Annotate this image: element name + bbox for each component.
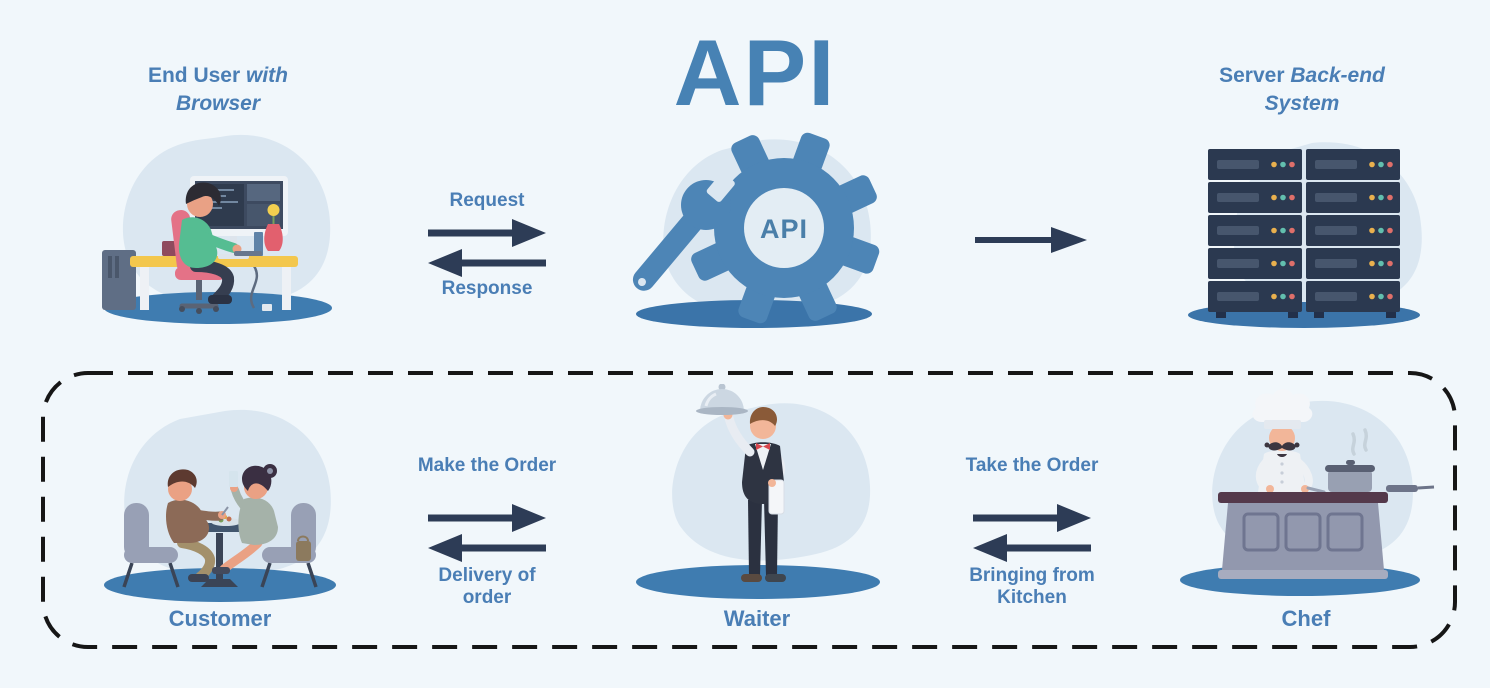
chef-cooking-illustration — [1180, 389, 1435, 596]
make-order-label: Make the Order — [417, 455, 557, 476]
wrench-icon — [632, 172, 735, 291]
end-user-label: End User with Browser — [108, 62, 328, 117]
response-arrow-icon — [428, 249, 546, 277]
cloche-icon — [696, 384, 748, 415]
take-order-arrow-icon — [973, 504, 1091, 532]
server-label-italic1: Back-end — [1290, 64, 1385, 87]
take-order-flow: Take the Order Bringing from Kitchen — [957, 455, 1107, 615]
take-order-label: Take the Order — [965, 455, 1099, 476]
response-label: Response — [441, 278, 533, 299]
request-label: Request — [449, 190, 525, 211]
pc-tower — [102, 250, 136, 310]
end-user-label-italic1: with — [246, 64, 289, 87]
make-order-flow: Make the Order Delivery of order — [412, 455, 562, 615]
server-feet — [1216, 312, 1396, 318]
request-response-flow: Request Response — [412, 190, 562, 305]
server-label-italic2: System — [1264, 91, 1340, 115]
server-label-regular: Server — [1219, 64, 1285, 87]
waiter-illustration — [636, 384, 880, 599]
analogy-dashed-boundary — [41, 371, 1457, 649]
dining-table — [201, 533, 238, 587]
api-gear-wrench-icon: API — [632, 132, 880, 328]
steam-icon — [1350, 428, 1369, 456]
end-user-at-desk-illustration — [102, 134, 332, 324]
customer-woman — [212, 464, 278, 574]
delivery-arrow-icon — [428, 534, 546, 562]
server-label: Server Back-end System — [1192, 62, 1412, 117]
cooking-pot-icon — [1325, 460, 1375, 492]
book — [254, 232, 263, 256]
request-arrow-icon — [428, 219, 546, 247]
delivery-label: Delivery of order — [438, 565, 536, 609]
server-rack-illustration — [1188, 142, 1422, 328]
vase-with-flower — [264, 204, 283, 251]
bringing-label: Bringing from Kitchen — [969, 565, 1095, 609]
customer-man — [166, 469, 229, 582]
handbag — [296, 535, 311, 561]
end-user-figure — [178, 182, 262, 304]
make-order-arrow-icon — [428, 504, 546, 532]
customer-dining-illustration — [104, 409, 336, 602]
frying-pan-icon — [1386, 485, 1435, 492]
end-user-label-italic2: Browser — [175, 91, 261, 115]
kitchen-counter — [1218, 492, 1388, 579]
chef-label: Chef — [1281, 606, 1331, 631]
end-user-label-regular: End User — [147, 64, 241, 87]
chair-legs — [122, 562, 318, 588]
api-title: API — [673, 20, 837, 125]
api-badge — [744, 188, 824, 268]
api-to-server-arrow-icon — [975, 227, 1087, 253]
chef-hat-icon — [1252, 389, 1313, 429]
bow-tie-icon — [756, 443, 763, 450]
knife-icon — [1306, 486, 1326, 494]
waiter-label: Waiter — [723, 606, 791, 631]
customer-label: Customer — [168, 606, 272, 631]
chef-figure — [1252, 389, 1326, 504]
api-badge-text: API — [760, 214, 808, 244]
mustache-icon — [1268, 442, 1296, 451]
waiter-figure — [723, 406, 786, 582]
bringing-arrow-icon — [973, 534, 1091, 562]
towel — [768, 479, 785, 515]
